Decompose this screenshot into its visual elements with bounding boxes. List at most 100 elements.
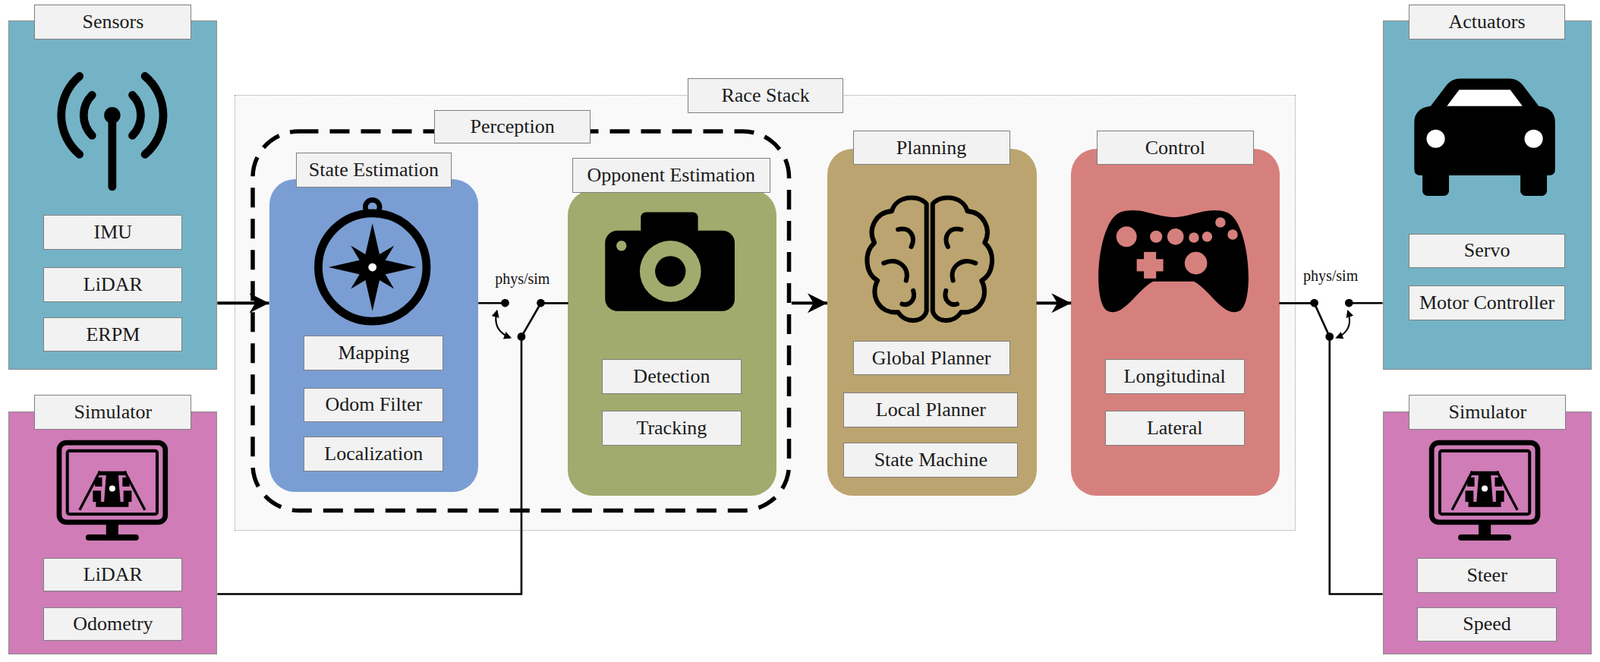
item-label: Motor Controller [1419, 292, 1555, 313]
car-windshield [1446, 89, 1522, 106]
switch-pivot [1325, 332, 1334, 341]
heading-label: Planning [853, 130, 1011, 166]
gamepad-dpad [1137, 258, 1164, 271]
toggle-arrow [1336, 311, 1350, 338]
antenna-mast [108, 120, 117, 187]
item-label: Speed [1462, 614, 1512, 634]
item-box: Mapping [303, 335, 444, 371]
signal-wire [1279, 302, 1383, 305]
flow-arrow [1036, 301, 1072, 305]
heading-label: State Estimation [296, 152, 453, 188]
group-frame: Race StackPerceptionState EstimationMapp… [234, 94, 1296, 531]
heading-label: Race Stack [687, 78, 845, 114]
item-label: Servo [1464, 240, 1511, 261]
car-headlight [1524, 129, 1544, 149]
item-label: Steer [1466, 565, 1507, 586]
item-label: Detection [633, 366, 710, 387]
switch-pivot [517, 332, 526, 341]
signal-arc [83, 94, 92, 136]
camera-top [640, 211, 698, 237]
item-box: ERPM [43, 317, 183, 353]
camera-icon [604, 211, 735, 311]
camera-lens [639, 240, 702, 303]
switch-symbol [1310, 299, 1353, 341]
item-box: LiDAR [43, 557, 183, 592]
heading-label: Sensors [34, 4, 192, 40]
dashed-group: PerceptionState EstimationMappingOdom Fi… [250, 129, 792, 513]
brain-fold [944, 290, 958, 305]
item-label: ERPM [85, 324, 140, 345]
item-box: Lateral [1105, 410, 1245, 446]
car-icon [1414, 78, 1556, 196]
heading-label: Control [1096, 130, 1254, 166]
switch-contact [1310, 299, 1319, 308]
module-box: ControlLongitudinalLateral [1070, 148, 1279, 496]
item-label: Mapping [337, 343, 410, 363]
brain-fold [883, 261, 908, 281]
heading-label: Actuators [1408, 4, 1566, 40]
panel-box: SensorsIMULiDARERPM [8, 20, 218, 370]
item-box: Steer [1417, 557, 1557, 593]
brain-outline [866, 197, 926, 321]
gamepad-button [1202, 231, 1213, 242]
item-box: Localization [303, 436, 444, 472]
signal-arc [61, 75, 80, 155]
item-label: Local Planner [875, 400, 986, 420]
panel-box: SimulatorLiDAROdometry [8, 411, 218, 655]
simulator-icon [59, 442, 166, 541]
compass-star [329, 223, 416, 311]
item-label: Odometry [72, 614, 153, 634]
item-label: Lateral [1146, 418, 1204, 438]
car-body [1414, 78, 1556, 176]
brain-outline [932, 197, 993, 321]
item-box: Servo [1408, 233, 1566, 269]
compass-star [328, 223, 417, 312]
switch-contact [536, 299, 545, 308]
car-wheel [1422, 163, 1449, 196]
item-box: Global Planner [853, 340, 1011, 376]
gamepad-button [1167, 228, 1185, 245]
switch-contact [500, 299, 510, 308]
item-label: Longitudinal [1124, 366, 1226, 387]
compass-pin [368, 263, 377, 272]
item-label: Odom Filter [324, 394, 423, 415]
item-box: Detection [601, 359, 742, 394]
panel-box: SimulatorSteerSpeed [1382, 411, 1593, 655]
gamepad-icon [1098, 210, 1249, 312]
brain-lobe [932, 197, 993, 321]
brain-lobe [866, 197, 926, 321]
item-label: LiDAR [83, 564, 143, 585]
signal-wire [1279, 302, 1383, 594]
heading-label: Simulator [1408, 394, 1566, 430]
antenna-tip [103, 107, 121, 123]
switch-symbol [495, 299, 545, 341]
compass-bail [365, 199, 380, 215]
brain-fold [946, 229, 962, 248]
toggle-arrow [495, 311, 511, 338]
panel-box: ActuatorsServoMotor Controller [1382, 20, 1593, 370]
compass-icon [318, 199, 427, 322]
car-wheel [1520, 163, 1547, 196]
gamepad-dpad [1143, 251, 1156, 279]
brain-fold [897, 229, 914, 248]
compass-ring [318, 213, 427, 322]
item-box: Odometry [43, 607, 183, 641]
antenna-icon [61, 75, 164, 187]
item-label: LiDAR [83, 274, 143, 295]
item-label: Localization [324, 444, 423, 464]
gamepad-stick [1184, 251, 1208, 275]
item-label: Tracking [636, 418, 707, 438]
gamepad-button [1149, 230, 1163, 243]
item-label: IMU [94, 222, 133, 243]
item-box: LiDAR [43, 267, 183, 303]
gamepad-button [1227, 229, 1238, 240]
item-box: IMU [43, 214, 183, 250]
signal-wire [217, 302, 568, 594]
item-box: Odom Filter [303, 387, 444, 423]
flow-arrow [217, 301, 269, 305]
item-box: Longitudinal [1105, 359, 1245, 394]
flow-arrow [791, 301, 828, 305]
camera-body [604, 230, 735, 312]
item-box: Motor Controller [1408, 285, 1566, 321]
